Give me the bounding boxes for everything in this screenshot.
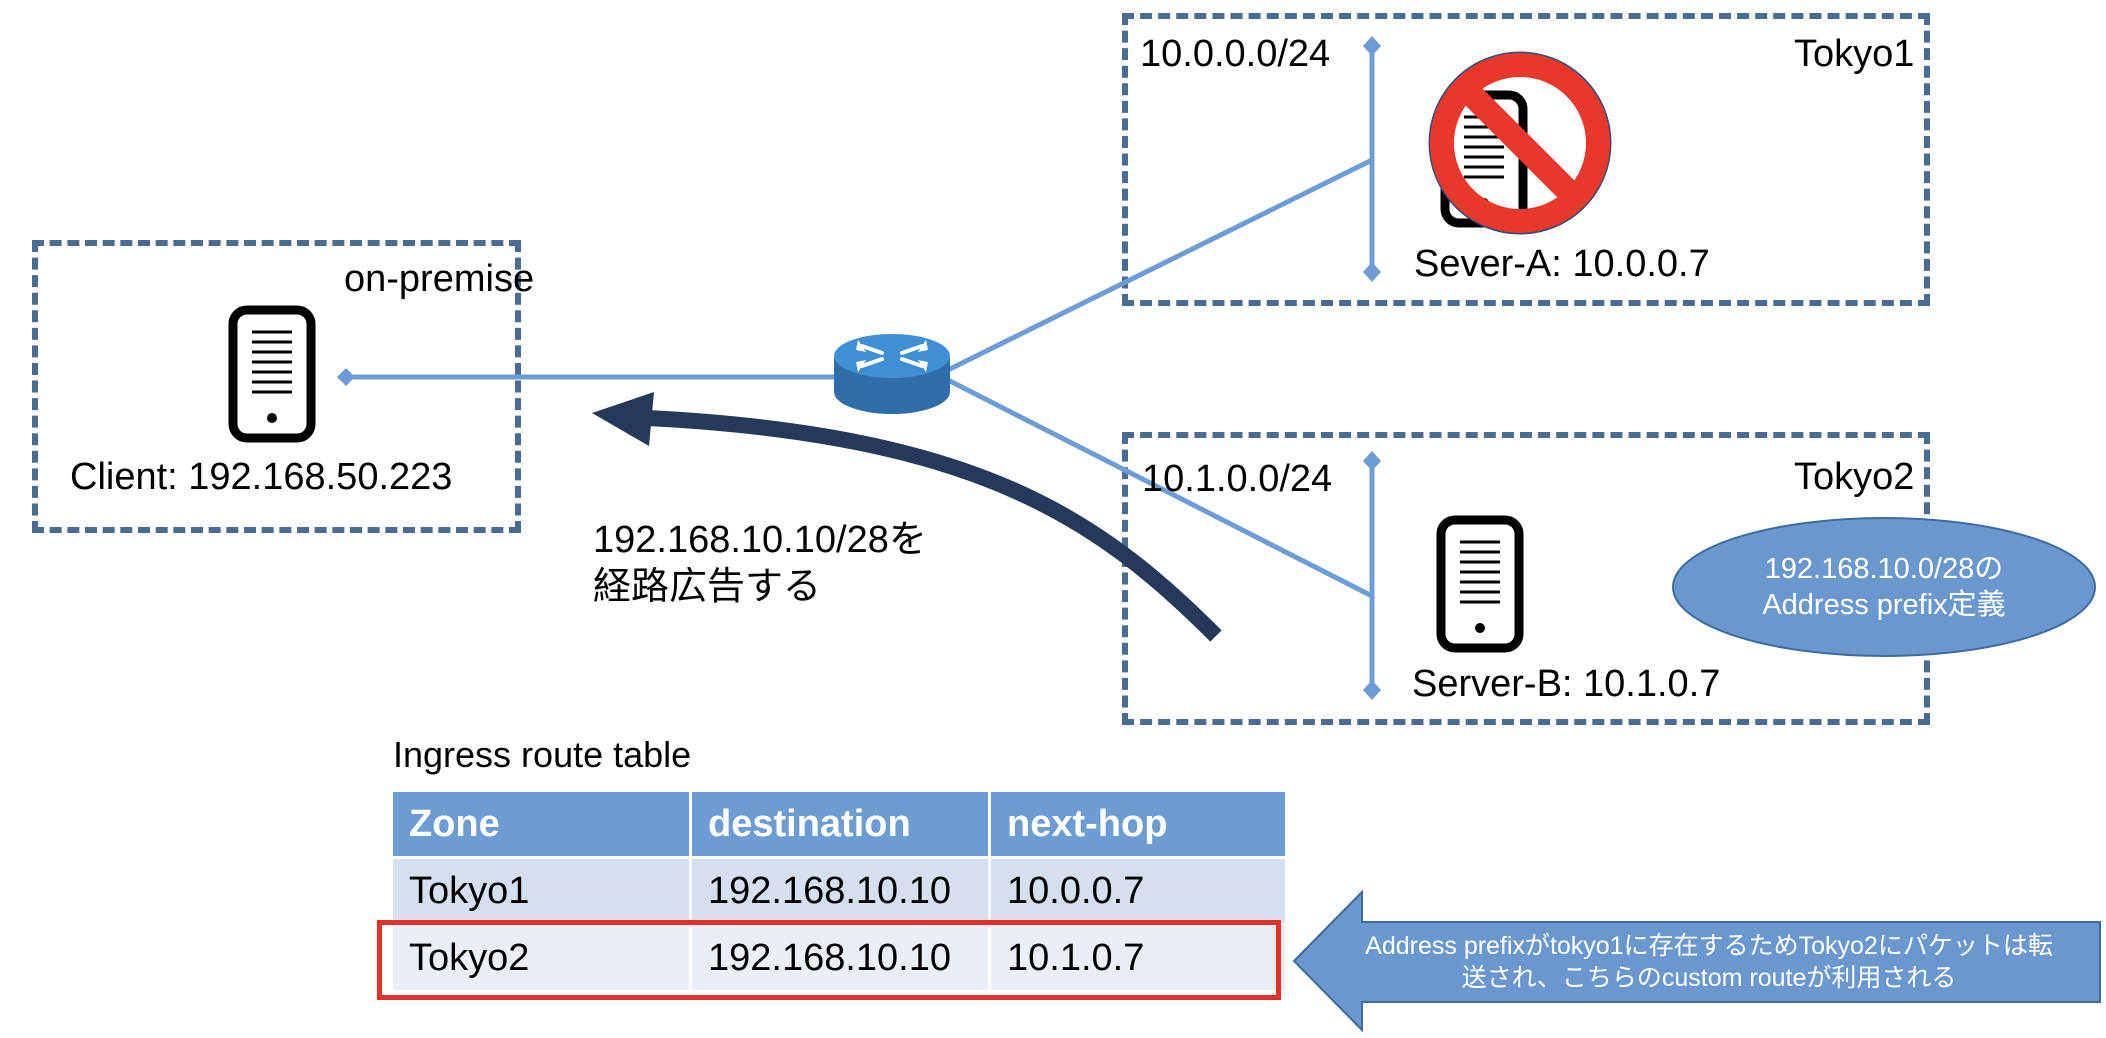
router-icon bbox=[834, 334, 950, 414]
onprem-zone-box bbox=[32, 240, 521, 533]
advertise-label-line2: 経路広告する bbox=[593, 566, 822, 608]
client-link-marker bbox=[337, 368, 355, 386]
table-cell-destination: 192.168.10.10 bbox=[692, 926, 988, 990]
tokyo1-subnet-label: 10.0.0.0/24 bbox=[1140, 33, 1331, 75]
tokyo1-zone-box bbox=[1122, 13, 1930, 306]
server-b-label: Server-B: 10.1.0.7 bbox=[1412, 663, 1721, 705]
server-b-icon bbox=[1436, 515, 1524, 653]
server-a-label: Sever-A: 10.0.0.7 bbox=[1414, 243, 1710, 285]
client-label: Client: 192.168.50.223 bbox=[70, 456, 453, 498]
tokyo2-subnet-label: 10.1.0.0/24 bbox=[1142, 458, 1333, 500]
tokyo2-row-highlight bbox=[377, 920, 1281, 1000]
table-cell-next-hop: 10.1.0.7 bbox=[991, 926, 1285, 990]
route-table-header-row: Zone destination next-hop bbox=[393, 792, 1285, 856]
route-table-header-next-hop: next-hop bbox=[991, 792, 1285, 856]
link-router-tokyo1 bbox=[946, 157, 1374, 373]
route-table-title: Ingress route table bbox=[393, 734, 692, 775]
note-line2: 送され、こちらのcustom routeが利用される bbox=[1461, 964, 1957, 992]
note-line1: Address prefixがtokyo1に存在するためTokyo2にパケットは… bbox=[1365, 931, 2053, 960]
note-label: Address prefixがtokyo1に存在するためTokyo2にパケットは… bbox=[1320, 922, 2098, 1002]
tokyo1-bus-bottom-marker bbox=[1363, 262, 1381, 282]
onprem-zone-title: on-premise bbox=[344, 258, 535, 300]
table-row: Tokyo2 192.168.10.10 10.1.0.7 bbox=[393, 926, 1285, 990]
route-table-header-zone: Zone bbox=[393, 792, 689, 856]
tokyo1-zone-title: Tokyo1 bbox=[1794, 33, 1915, 75]
table-row: Tokyo1 192.168.10.10 10.0.0.7 bbox=[393, 859, 1285, 923]
route-table-header-destination: destination bbox=[692, 792, 988, 856]
link-end-markers bbox=[337, 36, 1381, 700]
address-prefix-line1: 192.168.10.0/28の bbox=[1764, 552, 2004, 585]
table-cell-zone: Tokyo1 bbox=[393, 859, 689, 923]
address-prefix-ellipse bbox=[1672, 517, 2096, 657]
prohibited-icon bbox=[1428, 51, 1612, 235]
note-arrow-shape bbox=[1292, 889, 2101, 1033]
route-table: Zone destination next-hop Tokyo1 192.168… bbox=[390, 789, 1288, 993]
link-router-tokyo2 bbox=[946, 377, 1374, 599]
address-prefix-label: 192.168.10.0/28の Address prefix定義 bbox=[1675, 518, 2093, 656]
link-lines bbox=[346, 46, 1375, 690]
advertise-arrow bbox=[592, 392, 1222, 642]
table-cell-destination: 192.168.10.10 bbox=[692, 859, 988, 923]
tokyo2-bus-top-marker bbox=[1363, 451, 1381, 471]
tokyo2-zone-title: Tokyo2 bbox=[1794, 456, 1915, 498]
address-prefix-line2: Address prefix定義 bbox=[1762, 589, 2006, 621]
client-server-icon bbox=[228, 305, 316, 443]
tokyo2-bus-bottom-marker bbox=[1363, 680, 1381, 700]
advertise-label-line1: 192.168.10.10/28を bbox=[593, 519, 927, 561]
tokyo1-bus-top-marker bbox=[1363, 36, 1381, 56]
table-cell-next-hop: 10.0.0.7 bbox=[991, 859, 1285, 923]
table-cell-zone: Tokyo2 bbox=[393, 926, 689, 990]
